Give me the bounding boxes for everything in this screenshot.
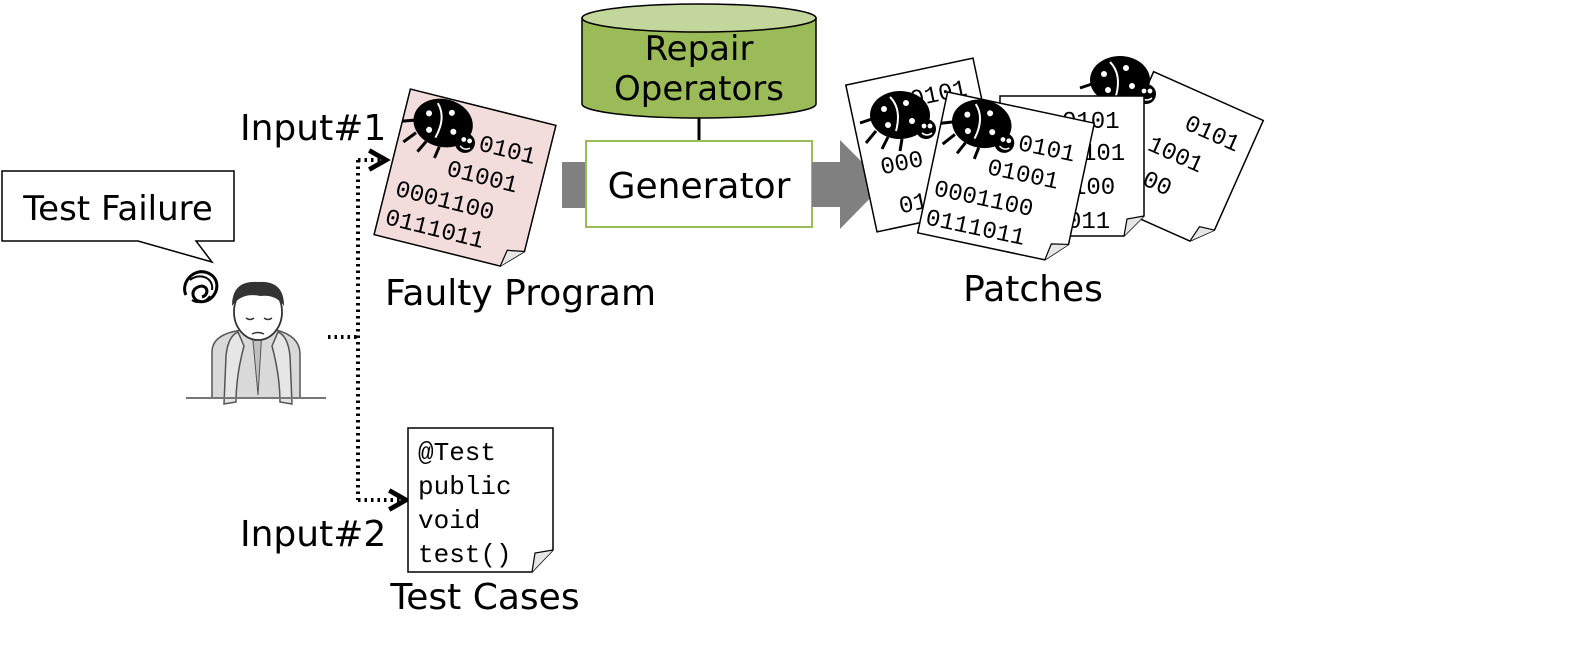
input-connectors xyxy=(328,148,411,512)
input-flow-arrow xyxy=(562,162,586,208)
speech-bubble-text: Test Failure xyxy=(22,189,213,229)
faulty-program-label: Faulty Program xyxy=(385,273,656,314)
patches-stack: 0101 1001 100 0101 000 01 0101 101 100 0… xyxy=(844,54,1265,261)
faulty-program-document: 0101 01001 0001100 0111011 xyxy=(373,88,557,267)
generator-label: Generator xyxy=(608,166,791,207)
test-code-line: test() xyxy=(418,540,512,570)
repair-operators-line2: Operators xyxy=(614,69,784,109)
repair-operators-database: Repair Operators xyxy=(581,3,817,119)
test-code-line: public xyxy=(418,472,512,502)
input2-label: Input#2 xyxy=(240,514,386,555)
input1-label: Input#1 xyxy=(240,108,386,149)
patches-label: Patches xyxy=(963,269,1103,310)
output-flow-arrow xyxy=(812,140,884,229)
test-code-line: void xyxy=(418,506,480,536)
patch-document: 0101 01001 0001100 0111011 xyxy=(916,90,1096,261)
speech-bubble: Test Failure xyxy=(1,170,235,264)
test-cases-label: Test Cases xyxy=(389,577,579,618)
generator-box: Generator xyxy=(585,140,813,228)
test-cases-document: @Test public void test() xyxy=(407,427,554,573)
repair-operators-line1: Repair xyxy=(645,29,754,69)
worried-person-icon xyxy=(183,270,326,405)
test-code-line: @Test xyxy=(418,438,496,468)
